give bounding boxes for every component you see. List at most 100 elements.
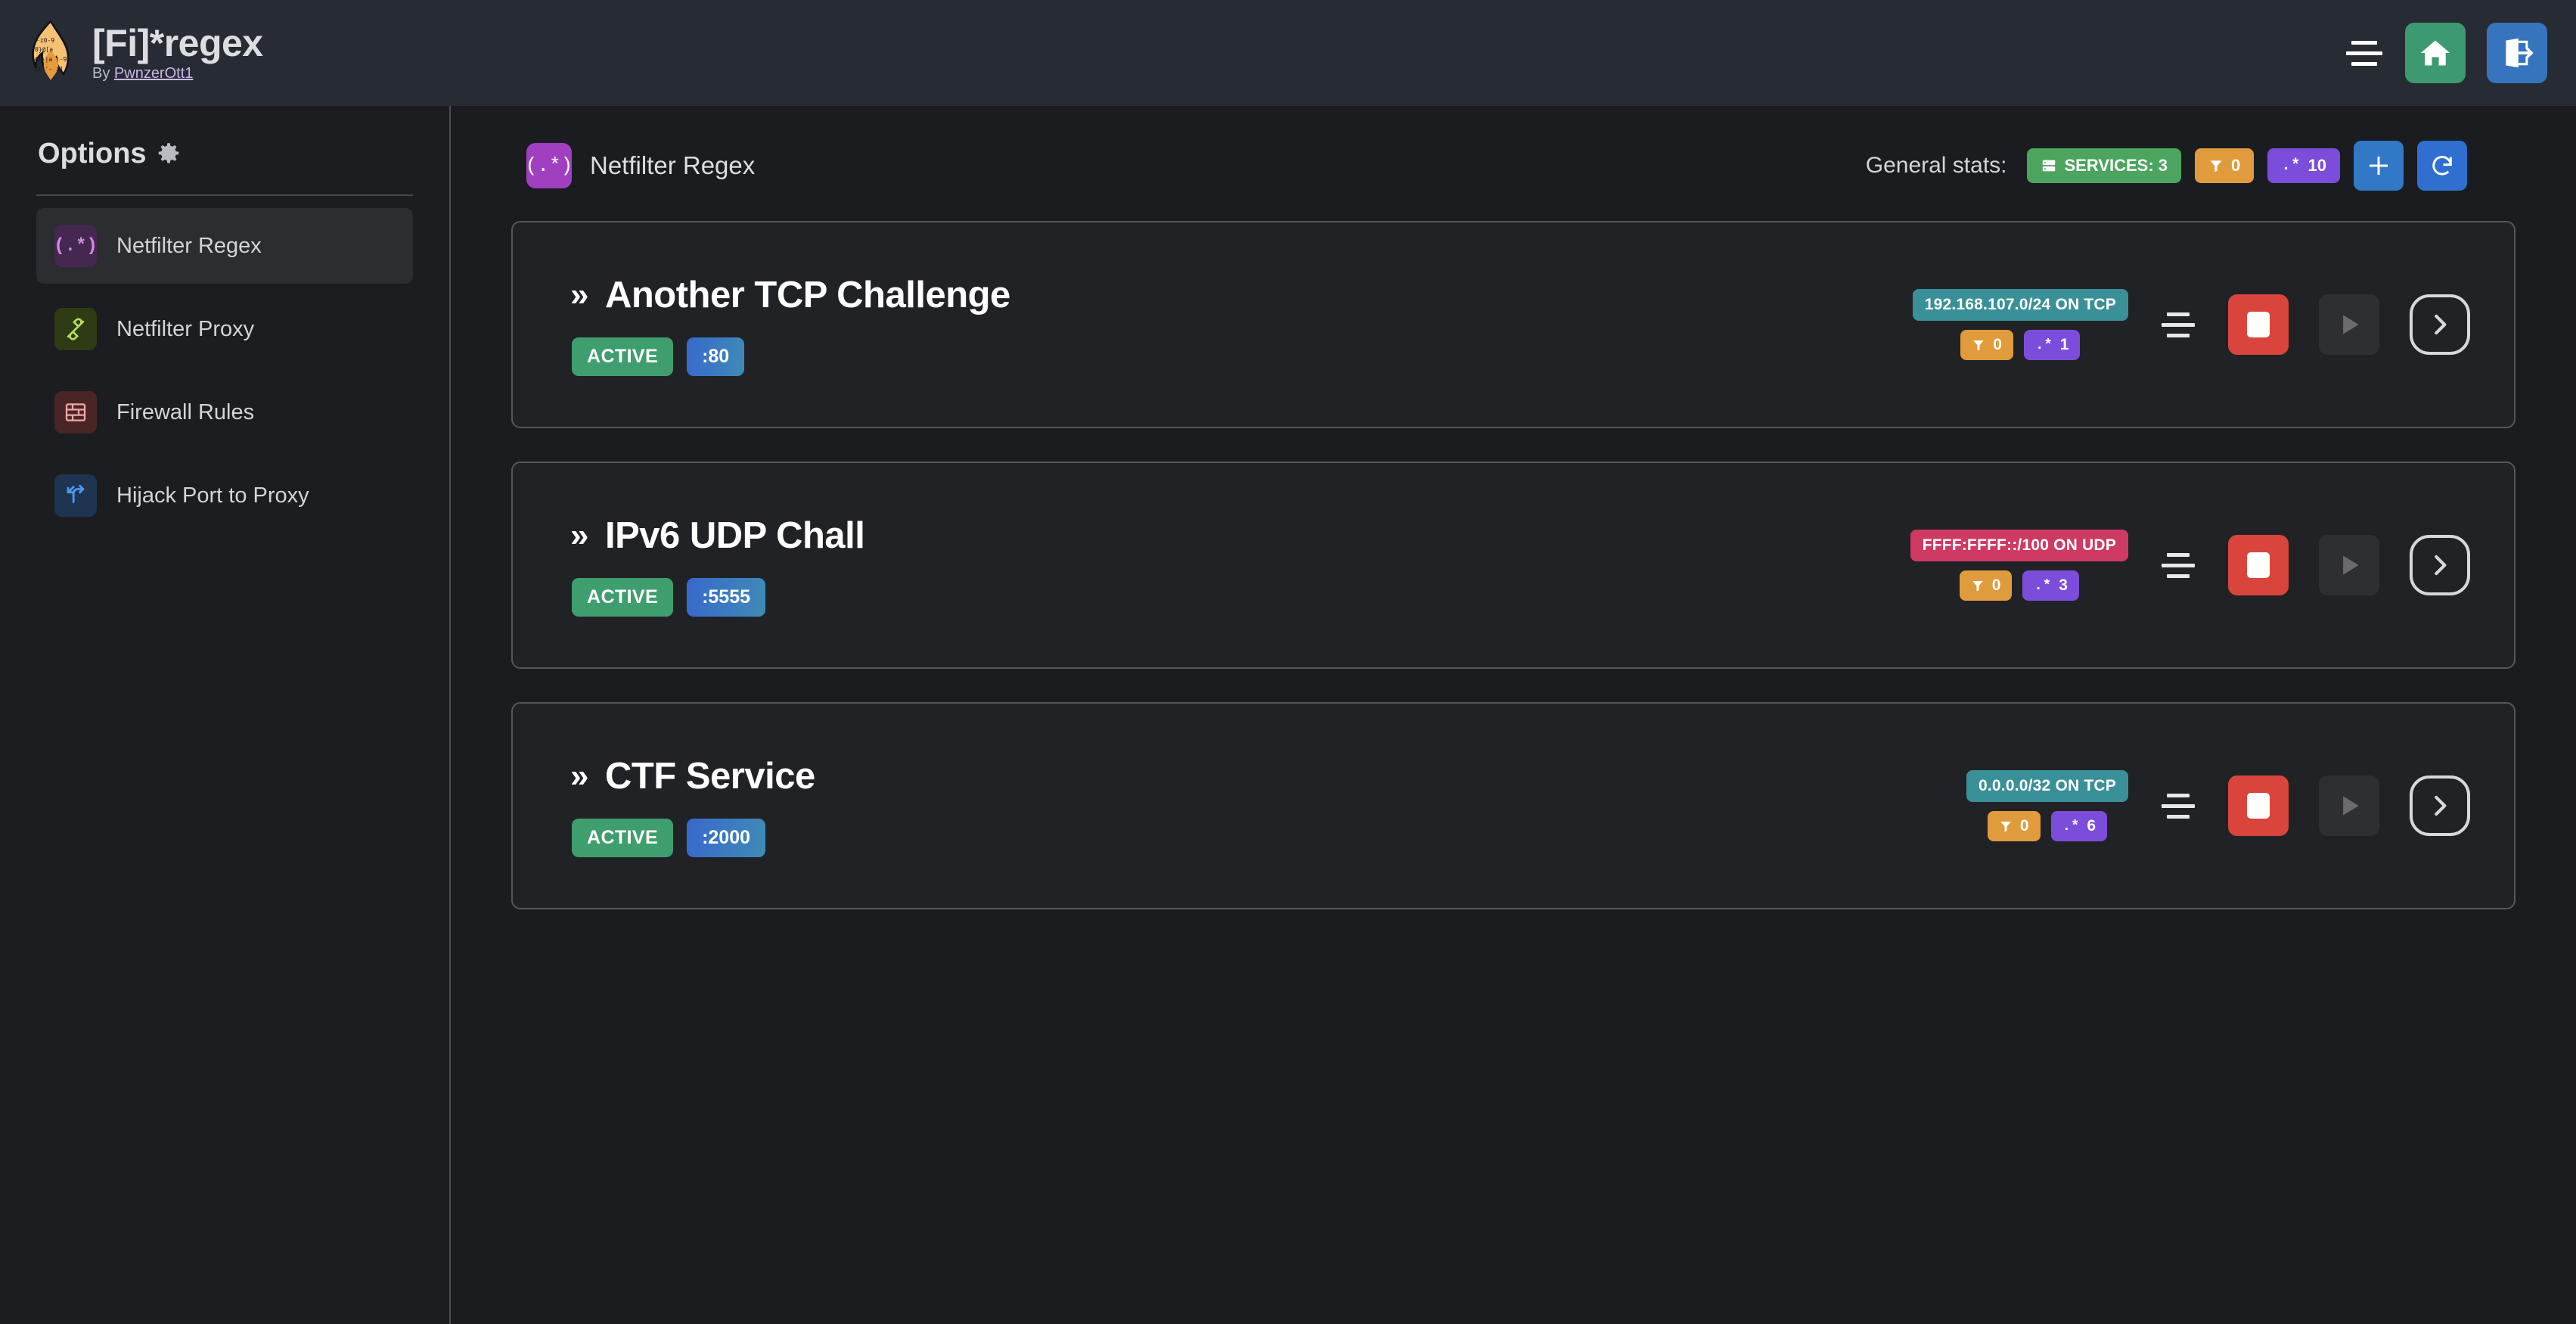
service-info: » CTF Service ACTIVE :2000 bbox=[570, 755, 815, 857]
network-substats: 0 .* 3 bbox=[1959, 570, 2079, 601]
server-icon bbox=[2042, 160, 2055, 172]
menu-line bbox=[2167, 333, 2190, 337]
network-badge: 0.0.0.0/32 ON TCP bbox=[1966, 770, 2128, 802]
service-details-button[interactable] bbox=[2410, 535, 2470, 595]
play-icon bbox=[2343, 555, 2359, 575]
services-badge-label: SERVICES: 3 bbox=[2064, 156, 2168, 175]
service-title: » CTF Service bbox=[570, 755, 815, 797]
regex-badge-label: 10 bbox=[2308, 156, 2326, 175]
svg-text:{1 '- z]: {1 '- z] bbox=[34, 66, 64, 73]
regex-glyph-icon: .* bbox=[2034, 577, 2052, 594]
service-network-stats: 192.168.107.0/24 ON TCP 0 .* 1 bbox=[1912, 289, 2128, 360]
filter-icon bbox=[1972, 581, 1983, 592]
home-icon bbox=[2420, 40, 2450, 66]
sidebar-item-label: Netfilter Regex bbox=[116, 233, 262, 258]
service-menu-icon[interactable] bbox=[2159, 307, 2198, 342]
byline: By PwnzerOtt1 bbox=[92, 65, 263, 82]
services-badge: SERVICES: 3 bbox=[2026, 148, 2182, 183]
service-network-stats: 0.0.0.0/32 ON TCP 0 .* 6 bbox=[1966, 770, 2128, 841]
hamburger-menu-icon[interactable] bbox=[2345, 36, 2384, 70]
menu-line bbox=[2162, 322, 2195, 327]
service-details-button[interactable] bbox=[2410, 775, 2470, 836]
status-badge: ACTIVE bbox=[572, 337, 674, 376]
hamburger-line bbox=[2351, 40, 2377, 45]
regex-count: 3 bbox=[2059, 577, 2068, 594]
svg-text:{1}|a )-9]: {1}|a )-9] bbox=[34, 56, 70, 63]
service-name: Another TCP Challenge bbox=[604, 274, 1010, 315]
home-button[interactable] bbox=[2405, 23, 2466, 83]
stop-button[interactable] bbox=[2228, 535, 2289, 595]
chevron-right-icon bbox=[2435, 314, 2447, 335]
brick-wall-icon bbox=[54, 391, 97, 434]
logout-icon bbox=[2506, 38, 2534, 68]
play-icon bbox=[2343, 315, 2359, 334]
service-name: CTF Service bbox=[604, 755, 815, 797]
flame-regex-logo: -z0-9 0}@[a {1}|a )-9] {1 '- z] bbox=[32, 20, 70, 80]
route-fork-icon bbox=[54, 474, 97, 517]
sidebar-item-hijack-port-to-proxy[interactable]: Hijack Port to Proxy bbox=[36, 458, 413, 533]
filters-badge: 0 bbox=[1960, 330, 2013, 360]
service-badges: ACTIVE :2000 bbox=[570, 818, 815, 857]
regex-glyph-icon: .* bbox=[2281, 157, 2301, 175]
service-badges: ACTIVE :5555 bbox=[570, 577, 864, 617]
sidebar-item-netfilter-proxy[interactable]: Netfilter Proxy bbox=[36, 291, 413, 367]
service-details-button[interactable] bbox=[2410, 294, 2470, 355]
filters-count: 0 bbox=[1991, 577, 2001, 594]
sidebar-item-firewall-rules[interactable]: Firewall Rules bbox=[36, 375, 413, 450]
play-icon bbox=[2343, 796, 2359, 816]
filter-icon bbox=[2000, 822, 2011, 832]
network-substats: 0 .* 1 bbox=[1960, 330, 2081, 360]
menu-line bbox=[2167, 312, 2190, 316]
service-actions: 0.0.0.0/32 ON TCP 0 .* 6 bbox=[1966, 770, 2470, 841]
brand: -z0-9 0}@[a {1}|a )-9] {1 '- z] [Fi]*reg… bbox=[26, 20, 263, 86]
stop-button[interactable] bbox=[2228, 294, 2289, 355]
plus-icon bbox=[2370, 157, 2388, 175]
service-menu-icon[interactable] bbox=[2159, 548, 2198, 583]
author-link[interactable]: PwnzerOtt1 bbox=[113, 64, 194, 82]
double-chevron-icon: » bbox=[570, 275, 588, 313]
refresh-icon bbox=[2432, 155, 2452, 176]
header-actions bbox=[2345, 23, 2547, 83]
service-card[interactable]: » Another TCP Challenge ACTIVE :80 192.1… bbox=[511, 221, 2515, 428]
app-header: -z0-9 0}@[a {1}|a )-9] {1 '- z] [Fi]*reg… bbox=[0, 0, 2576, 106]
logout-button[interactable] bbox=[2487, 23, 2547, 83]
page-title: Netfilter Regex bbox=[590, 151, 756, 179]
svg-text:-z0-9: -z0-9 bbox=[36, 37, 54, 44]
service-actions: FFFF:FFFF::/100 ON UDP 0 .* 3 bbox=[1910, 530, 2470, 601]
sidebar-item-netfilter-regex[interactable]: (.*) Netfilter Regex bbox=[36, 208, 413, 284]
filters-badge-label: 0 bbox=[2231, 156, 2241, 175]
add-service-button[interactable] bbox=[2354, 141, 2404, 191]
service-menu-icon[interactable] bbox=[2159, 788, 2198, 823]
menu-line bbox=[2167, 573, 2190, 578]
network-badge: 192.168.107.0/24 ON TCP bbox=[1912, 289, 2128, 321]
filter-icon bbox=[1973, 340, 1985, 351]
main-content: (.*) Netfilter Regex General stats: SERV… bbox=[451, 106, 2576, 1324]
sidebar-item-label: Firewall Rules bbox=[116, 399, 255, 424]
regex-icon: (.*) bbox=[54, 225, 98, 267]
chevron-right-icon bbox=[2435, 555, 2447, 576]
hamburger-line bbox=[2346, 51, 2382, 55]
hamburger-line bbox=[2351, 61, 2377, 66]
service-card[interactable]: » IPv6 UDP Chall ACTIVE :5555 FFFF:FFFF:… bbox=[511, 462, 2515, 669]
body-wrapper: Options (.*) Netfilter Regex Netfilter P… bbox=[0, 106, 2576, 1324]
start-button[interactable] bbox=[2319, 294, 2379, 355]
filters-badge: 0 bbox=[2195, 148, 2255, 183]
status-badge: ACTIVE bbox=[572, 577, 674, 617]
filters-count: 0 bbox=[1993, 336, 2002, 353]
double-chevron-icon: » bbox=[570, 757, 588, 794]
regex-badge: .* 10 bbox=[2267, 148, 2340, 183]
refresh-button[interactable] bbox=[2417, 141, 2467, 191]
start-button[interactable] bbox=[2319, 535, 2379, 595]
app-title: [Fi]*regex bbox=[92, 22, 263, 65]
chevron-right-icon bbox=[2435, 795, 2447, 816]
start-button[interactable] bbox=[2319, 775, 2379, 836]
regex-glyph-icon: .* bbox=[2062, 818, 2080, 834]
status-badge: ACTIVE bbox=[572, 818, 674, 857]
regex-badge: .* 3 bbox=[2022, 570, 2079, 601]
main-header: (.*) Netfilter Regex General stats: SERV… bbox=[511, 139, 2515, 192]
sidebar-divider bbox=[36, 194, 413, 196]
byline-prefix: By bbox=[92, 64, 114, 82]
stop-button[interactable] bbox=[2228, 775, 2289, 836]
service-card[interactable]: » CTF Service ACTIVE :2000 0.0.0.0/32 ON… bbox=[511, 702, 2515, 909]
network-substats: 0 .* 6 bbox=[1987, 811, 2108, 841]
